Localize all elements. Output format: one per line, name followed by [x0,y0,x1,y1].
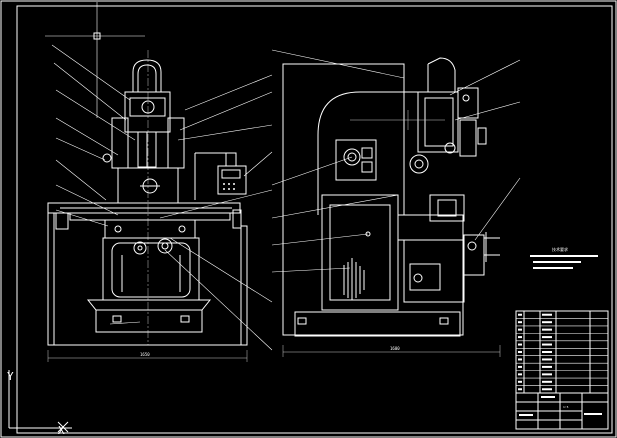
parts-row-number [518,343,522,346]
left-view-dimension: 1650 [140,352,150,357]
technical-requirements: 技术要求 [530,246,598,269]
parts-row-entry [542,373,552,376]
parts-row-number [518,388,522,391]
parts-list-table [515,310,609,394]
parts-row-number [518,321,522,324]
ucs-icon: Y X [7,370,72,437]
ucs-y-label: Y [7,370,14,383]
parts-row-number [518,365,522,368]
parts-row-number [518,328,522,331]
crosshair-cursor [45,2,145,118]
parts-row-number [518,313,522,316]
tech-req-title: 技术要求 [552,246,568,252]
title-block-scale: 1:5 [563,405,569,409]
parts-row-number [518,358,522,361]
parts-row-entry [542,313,552,316]
title-block: 1:5 [515,392,609,430]
parts-row-entry [542,328,552,331]
parts-row-entry [542,343,552,346]
parts-row-entry [542,321,552,324]
parts-row-number [518,380,522,383]
parts-row-entry [542,388,552,391]
parts-row-number [518,373,522,376]
parts-row-entry [542,358,552,361]
ucs-x-label: X [58,424,65,437]
column-vent-lines [343,258,365,300]
parts-row-entry [542,380,552,383]
parts-row-entry [542,351,552,353]
parts-row-number [518,351,522,353]
parts-row-number [518,336,522,339]
parts-row-entry [542,336,552,339]
drawing-inner-frame [16,5,613,434]
parts-row-entry [542,365,552,368]
right-view-dimension: 1600 [390,346,400,351]
right-view-machine: 1600 [271,49,521,357]
left-view-machine: 1650 [47,44,273,362]
